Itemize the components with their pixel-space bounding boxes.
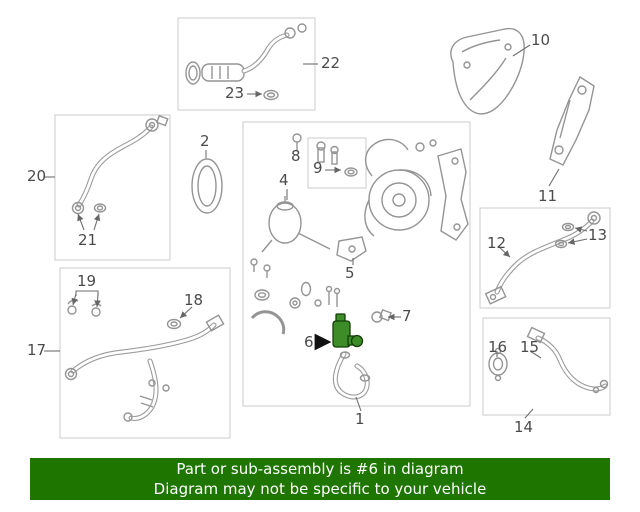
part-22-23-drawing — [185, 23, 307, 101]
callout-18: 18 — [184, 291, 204, 309]
part-14-15-16-drawing — [488, 326, 609, 394]
callout-1: 1 — [355, 410, 365, 428]
part-20-21-drawing — [71, 114, 169, 215]
callout-10: 10 — [531, 31, 551, 49]
callout-5: 5 — [345, 264, 355, 282]
panel-borders — [54, 17, 611, 439]
callout-21: 21 — [78, 231, 98, 249]
callout-9: 9 — [313, 159, 323, 177]
callout-12: 12 — [487, 234, 507, 252]
callout-19: 19 — [77, 272, 97, 290]
turbo-assembly-drawing — [250, 133, 469, 400]
callout-16: 16 — [488, 338, 508, 356]
callout-7: 7 — [402, 307, 412, 325]
banner-line-2: Diagram may not be specific to your vehi… — [153, 480, 487, 498]
part-2-drawing — [191, 158, 223, 214]
leader-lines — [44, 44, 588, 419]
highlighted-part-6 — [332, 313, 364, 348]
part-11-drawing — [549, 75, 595, 166]
callout-8: 8 — [291, 147, 301, 165]
notice-banner: Part or sub-assembly is #6 in diagram Di… — [30, 458, 610, 500]
callout-4: 4 — [279, 171, 289, 189]
callout-17: 17 — [27, 341, 47, 359]
callout-15: 15 — [520, 338, 540, 356]
callout-20: 20 — [27, 167, 47, 185]
callout-23: 23 — [225, 84, 245, 102]
callout-13: 13 — [588, 226, 608, 244]
part-10-drawing — [450, 27, 525, 115]
callout-11: 11 — [538, 187, 558, 205]
part-17-18-19-drawing — [64, 299, 225, 422]
callout-6: 6 — [304, 333, 314, 351]
part-12-13-drawing — [484, 211, 601, 305]
callout-2: 2 — [200, 132, 210, 150]
callout-14: 14 — [514, 418, 534, 436]
callout-22: 22 — [321, 54, 341, 72]
banner-line-1: Part or sub-assembly is #6 in diagram — [176, 460, 464, 478]
